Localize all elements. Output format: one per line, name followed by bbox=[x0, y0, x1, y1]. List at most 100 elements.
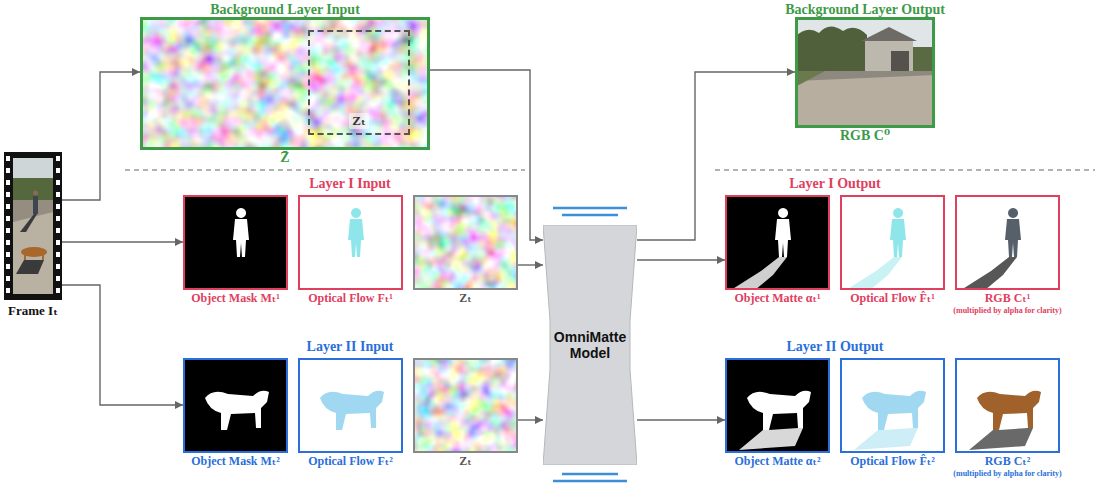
shadow-flow bbox=[854, 428, 918, 450]
dashed-separator bbox=[125, 169, 525, 170]
sunlit-road bbox=[795, 75, 935, 128]
bush bbox=[913, 47, 935, 73]
layer-line bbox=[562, 214, 618, 217]
caption-group: Background Layer Input bbox=[210, 2, 360, 19]
label-holder: Layer I Output bbox=[786, 176, 884, 193]
mask-image bbox=[183, 358, 288, 453]
flow-image bbox=[298, 195, 403, 290]
label-holder: Layer I Input bbox=[306, 176, 393, 193]
hourglass-shape bbox=[543, 225, 637, 465]
dog-leg bbox=[42, 252, 44, 260]
caption-note: (multiplied by alpha for clarity) bbox=[952, 469, 1064, 478]
person-flow bbox=[890, 208, 906, 257]
dog-rgb bbox=[977, 391, 1041, 430]
person bbox=[33, 196, 38, 214]
tile-caption: Frame Iₜ bbox=[8, 303, 58, 319]
layer-line bbox=[553, 480, 627, 483]
dog-flow bbox=[320, 391, 384, 430]
model-name: OmniMatte Model bbox=[548, 329, 632, 361]
noise-image bbox=[413, 195, 518, 290]
frame-photo bbox=[13, 158, 53, 294]
flow-tile: Optical Flow Fₜ¹ bbox=[298, 195, 403, 290]
layer-title: Background Layer Input bbox=[210, 2, 360, 19]
flow-ground bbox=[298, 195, 403, 290]
tile-caption: RGB Cₜ² bbox=[985, 454, 1031, 468]
tile-caption: Object Mask Mₜ² bbox=[191, 454, 280, 468]
label-holder: Layer II Output bbox=[784, 339, 887, 356]
layer-label: Layer I Input bbox=[306, 176, 393, 193]
caption-group: Frame Iₜ bbox=[8, 303, 58, 319]
background-photo bbox=[795, 17, 935, 128]
flow-ground bbox=[298, 358, 403, 453]
road bbox=[13, 200, 53, 294]
caption-group: Optical Flow Fₜ¹ bbox=[308, 291, 393, 305]
rgb-ground bbox=[955, 195, 1060, 290]
caption-group: RGB Cₜ²(multiplied by alpha for clarity) bbox=[952, 454, 1064, 479]
road bbox=[795, 71, 935, 128]
model-hourglass: OmniMatte Model bbox=[543, 225, 637, 465]
flow-arrow bbox=[62, 241, 183, 242]
dog-matte bbox=[747, 391, 811, 430]
tile-caption: Zₜ bbox=[459, 291, 471, 305]
shadow-matte bbox=[739, 428, 803, 450]
rgb-tile: RGB Cₜ¹(multiplied by alpha for clarity) bbox=[955, 195, 1060, 290]
flow-arrow bbox=[518, 419, 543, 420]
dog-shadow bbox=[16, 260, 44, 274]
layer-label: Layer I Output bbox=[786, 176, 884, 193]
flow-arrow bbox=[637, 419, 725, 420]
person-shadow bbox=[20, 214, 37, 232]
sky bbox=[795, 17, 935, 128]
house bbox=[865, 39, 913, 71]
caption-group: Z̄ bbox=[280, 150, 289, 167]
label-holder: Layer II Input bbox=[304, 339, 397, 356]
layer-caption: Z̄ bbox=[280, 150, 289, 167]
layer-label: Layer II Output bbox=[784, 339, 887, 356]
tile-caption: Optical Flow F̂ₜ² bbox=[850, 454, 935, 468]
layer-title: Background Layer Output bbox=[785, 2, 945, 19]
rgb-image bbox=[955, 195, 1060, 290]
tile-caption: Optical Flow Fₜ² bbox=[308, 454, 393, 468]
matte-ground bbox=[725, 195, 830, 290]
tile-caption: RGB Cₜ¹ bbox=[985, 291, 1031, 305]
film-base bbox=[4, 152, 62, 300]
rgb-image bbox=[955, 358, 1060, 453]
flow-arrow bbox=[430, 70, 543, 240]
flow-arrow bbox=[62, 285, 183, 405]
tile-caption: Object Matte αₜ¹ bbox=[734, 291, 820, 305]
caption-group: Object Mask Mₜ¹ bbox=[191, 291, 280, 305]
film-strip bbox=[4, 152, 62, 300]
shadow-flow bbox=[846, 257, 902, 290]
layer-caption: RGB C⁰ bbox=[840, 128, 890, 145]
film-holes bbox=[4, 152, 62, 300]
sunlit-road bbox=[13, 212, 53, 294]
flow-tile: Optical Flow F̂ₜ¹ bbox=[840, 195, 945, 290]
caption-group: OmniMatte Model bbox=[548, 329, 632, 361]
shadow-matte bbox=[731, 257, 787, 290]
caption-group: Optical Flow F̂ₜ² bbox=[850, 454, 935, 468]
tile-caption: Object Mask Mₜ¹ bbox=[191, 291, 280, 305]
matte-image bbox=[725, 358, 830, 453]
tile-caption: Zₜ bbox=[349, 113, 369, 129]
video-frame: Frame Iₜ bbox=[4, 152, 62, 300]
trees bbox=[795, 26, 867, 75]
noise-image bbox=[140, 17, 430, 150]
rgb-ground bbox=[955, 358, 1060, 453]
noise-tile: Zₜ bbox=[413, 358, 518, 453]
matte-image bbox=[725, 195, 830, 290]
matte-tile: Object Matte αₜ¹ bbox=[725, 195, 830, 290]
caption-note: (multiplied by alpha for clarity) bbox=[952, 306, 1064, 315]
caption-group: Optical Flow F̂ₜ¹ bbox=[850, 291, 935, 305]
person-head bbox=[33, 191, 38, 196]
flow-ground bbox=[840, 358, 945, 453]
shadow-rgb bbox=[961, 257, 1017, 290]
matte-tile: Object Matte αₜ² bbox=[725, 358, 830, 453]
flow-arrow bbox=[637, 259, 725, 260]
rgb-tile: RGB Cₜ²(multiplied by alpha for clarity) bbox=[955, 358, 1060, 453]
tile-caption: Zₜ bbox=[459, 454, 471, 468]
caption-group: Optical Flow Fₜ² bbox=[308, 454, 393, 468]
flow-arrow bbox=[518, 264, 543, 265]
roof bbox=[861, 27, 917, 41]
dog-leg bbox=[24, 252, 26, 260]
background-output-box: Background Layer OutputRGB C⁰ bbox=[795, 17, 935, 128]
